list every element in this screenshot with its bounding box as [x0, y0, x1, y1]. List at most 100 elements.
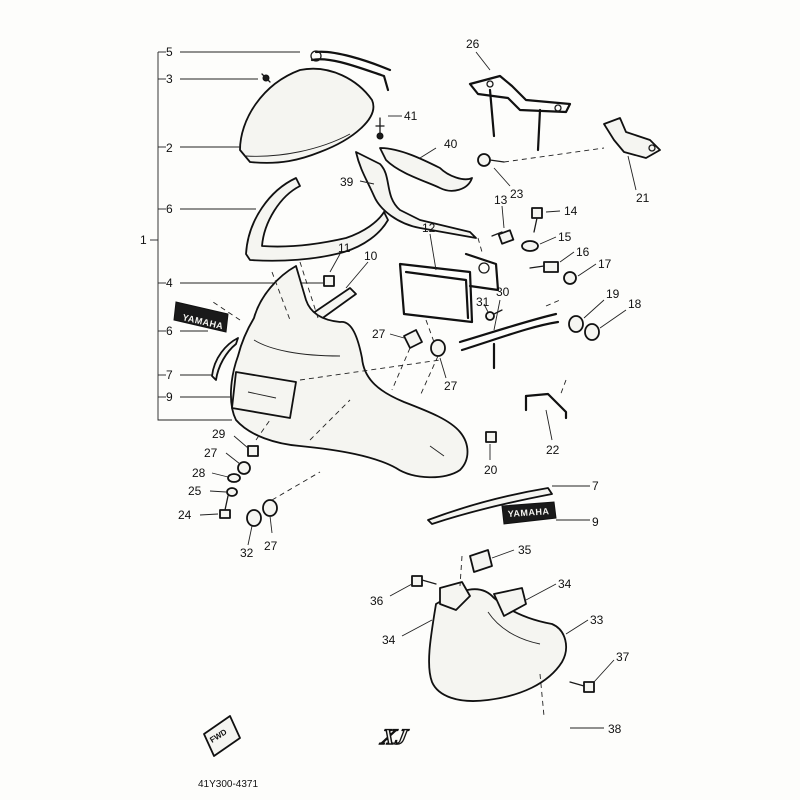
callout-16: 16 [576, 245, 590, 259]
part-9-yamaha-emblem-right: YAMAHA [501, 501, 590, 525]
part-2-windscreen [180, 67, 375, 164]
drawing-code: 41Y300-4371 [198, 779, 258, 790]
part-13-bolt [491, 205, 515, 245]
dash-27b-fairing [419, 355, 439, 397]
fwd-direction-marker: FWD [203, 715, 241, 757]
part-15-washer [521, 236, 557, 252]
callout-30: 30 [496, 285, 510, 299]
callout-41: 41 [404, 109, 418, 123]
part-20-clip [485, 431, 497, 460]
part-6-yamaha-emblem-left: YAMAHA [173, 301, 229, 333]
part-21-side-bracket [603, 117, 661, 191]
part-32-collar [246, 509, 262, 546]
callout-6-emblem: 6 [166, 324, 173, 338]
callout-13: 13 [494, 193, 508, 207]
callout-10: 10 [364, 249, 378, 263]
part-14-bolt [531, 207, 561, 233]
callout-33: 33 [590, 613, 604, 627]
callout-5: 5 [166, 45, 173, 59]
part-27-grommet-b [430, 339, 447, 379]
part-27-grommet-d [262, 499, 278, 534]
part-27-grommet-c [225, 452, 251, 475]
callout-17: 17 [598, 257, 612, 271]
part-37-screw [569, 659, 615, 693]
part-16-bolt [529, 251, 575, 273]
callout-35: 35 [518, 543, 532, 557]
part-34-inner-panel [401, 581, 557, 637]
part-7-stripe-right [427, 485, 590, 525]
part-24-screw [199, 495, 231, 519]
callout-34-b: 34 [382, 633, 396, 647]
dash-27-fairing [391, 347, 411, 391]
part-33-lower-cowl [428, 588, 589, 702]
callout-34-a: 34 [558, 577, 572, 591]
part-39-40-stays [355, 147, 477, 239]
callout-39: 39 [340, 175, 354, 189]
callout-7-right: 7 [592, 479, 599, 493]
callout-37: 37 [616, 650, 630, 664]
part-26-top-stay [468, 51, 572, 152]
callout-12: 12 [422, 221, 436, 235]
part-38-xj-badge: XJ [377, 724, 604, 750]
callout-15: 15 [558, 230, 572, 244]
callout-27-b: 27 [444, 379, 458, 393]
callout-38: 38 [608, 722, 622, 736]
dash-frame-27 [425, 319, 435, 343]
callout-9-right: 9 [592, 515, 599, 529]
callout-22: 22 [546, 443, 560, 457]
callout-26: 26 [466, 37, 480, 51]
part-17-washer [563, 263, 597, 285]
callout-28: 28 [192, 466, 206, 480]
part-25-washer [209, 487, 238, 497]
part-18-collar [584, 309, 627, 341]
callout-25: 25 [188, 484, 202, 498]
part-3-screw [180, 73, 271, 83]
dash-lower-left [271, 471, 321, 501]
dash-left-parts [255, 419, 271, 441]
callout-32: 32 [240, 546, 254, 560]
dash-badge [539, 673, 545, 717]
callout-27-c: 27 [204, 446, 218, 460]
part-30-rod [458, 299, 561, 370]
part-36-screw [389, 575, 437, 597]
upper-fairing [180, 261, 469, 479]
xj-badge-text: XJ [378, 724, 411, 749]
callout-20: 20 [484, 463, 498, 477]
part-11-nut [323, 253, 341, 287]
callout-11: 11 [338, 241, 351, 255]
part-27-grommet-a [389, 329, 423, 349]
part-31-bolt [483, 303, 503, 321]
part-6-inner-seal [180, 177, 389, 262]
callout-4: 4 [166, 276, 173, 290]
part-19-grommet [568, 299, 605, 333]
callout-36: 36 [370, 594, 384, 608]
part-23-bolt [477, 147, 605, 187]
assembly-bracket [150, 51, 232, 421]
part-29-collar [233, 435, 259, 457]
callout-23: 23 [510, 187, 524, 201]
callout-19: 19 [606, 287, 620, 301]
callout-29: 29 [212, 427, 226, 441]
part-28-washer [211, 472, 241, 483]
callout-31: 31 [476, 295, 490, 309]
callout-21: 21 [636, 191, 650, 205]
callout-27-a: 27 [372, 327, 386, 341]
callout-7-left: 7 [166, 368, 173, 382]
part-7-stripe-left [211, 337, 239, 381]
callout-9-left: 9 [166, 390, 173, 404]
callout-3: 3 [166, 72, 173, 86]
callout-2: 2 [166, 141, 173, 155]
part-5-screen-trim [180, 50, 392, 92]
callout-24: 24 [178, 508, 192, 522]
part-22-lower-stay [524, 379, 568, 441]
callout-18: 18 [628, 297, 642, 311]
callout-40: 40 [444, 137, 458, 151]
part-12-mount-frame [398, 233, 500, 324]
callout-1: 1 [140, 233, 147, 247]
callout-6-seal: 6 [166, 202, 173, 216]
part-41-rivet [375, 115, 402, 140]
callout-14: 14 [564, 204, 578, 218]
part-35-collar [469, 549, 515, 573]
